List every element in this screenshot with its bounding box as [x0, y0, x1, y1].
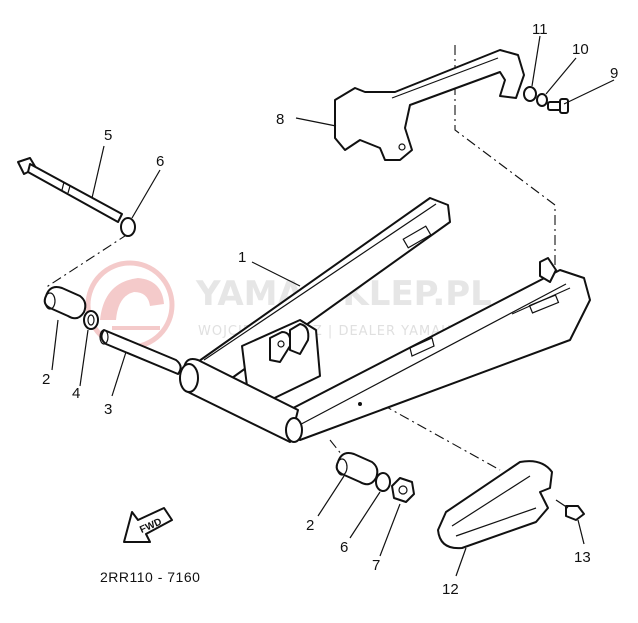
callout-4: 4: [72, 385, 80, 402]
callout-12: 12: [442, 581, 459, 598]
callout-1: 1: [238, 249, 246, 266]
bushing-2-left: [43, 286, 87, 320]
leader-lines: [51, 35, 615, 577]
collar-11: [523, 86, 537, 102]
callout-2-right: 2: [306, 517, 314, 534]
callouts: 1 2 3 4 5 6 2 6 7 8 9 10 11 12 13: [42, 21, 618, 598]
pivot-bolt: [17, 157, 123, 223]
callout-13: 13: [574, 549, 591, 566]
pivot-shaft-3: [99, 329, 182, 375]
callout-6-lower: 6: [340, 539, 348, 556]
drawing-code: 2RR110 - 7160: [100, 569, 200, 585]
callout-11: 11: [532, 21, 548, 38]
callout-7: 7: [372, 557, 380, 574]
washer-6-lower: [375, 472, 391, 492]
thrust-washer-4: [83, 310, 99, 330]
callout-5: 5: [104, 127, 112, 144]
chain-slider: [437, 460, 553, 550]
callout-3: 3: [104, 401, 112, 418]
bushing-2-right: [335, 452, 379, 486]
callout-9: 9: [610, 65, 618, 82]
chain-case: [334, 49, 525, 161]
screw-13: [555, 499, 585, 521]
callout-8: 8: [276, 111, 284, 128]
bolt-9: [547, 98, 569, 114]
nut-7: [391, 477, 415, 503]
callout-10: 10: [572, 41, 589, 58]
swingarm: [179, 197, 591, 443]
callout-2-left: 2: [42, 371, 50, 388]
fwd-arrow: FWD: [123, 507, 173, 543]
washer-6-upper: [120, 217, 136, 237]
callout-6-upper: 6: [156, 153, 164, 170]
washer-10: [536, 93, 548, 107]
